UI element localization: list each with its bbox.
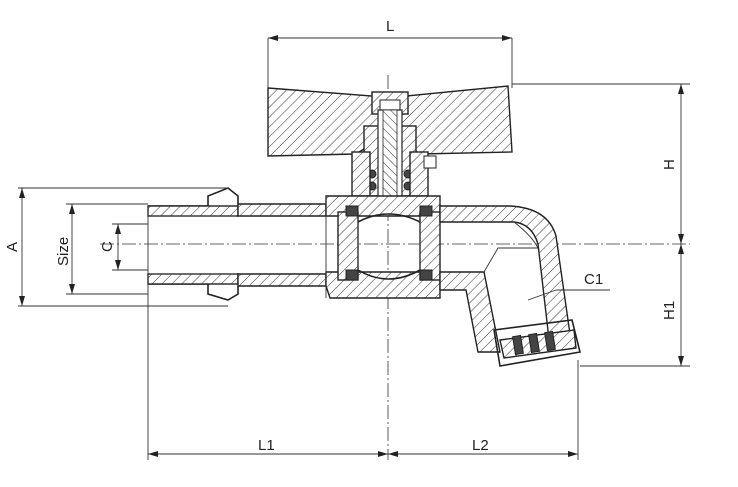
valve-stem [351,91,437,201]
dim-label-L: L [386,18,394,35]
dim-label-C: C [99,241,116,252]
dim-label-A: A [4,242,21,252]
dim-label-H1: H1 [661,301,678,320]
center-lines [100,75,690,460]
dim-label-size: Size [55,237,72,266]
dim-label-L2: L2 [472,437,489,454]
nozzle-tip [493,319,581,367]
ball [337,205,441,281]
dim-label-L1: L1 [258,437,275,454]
dim-label-H: H [661,159,678,170]
dim-label-C1: C1 [584,271,603,288]
dimension-lines [18,35,690,460]
outlet-spout [439,205,573,353]
